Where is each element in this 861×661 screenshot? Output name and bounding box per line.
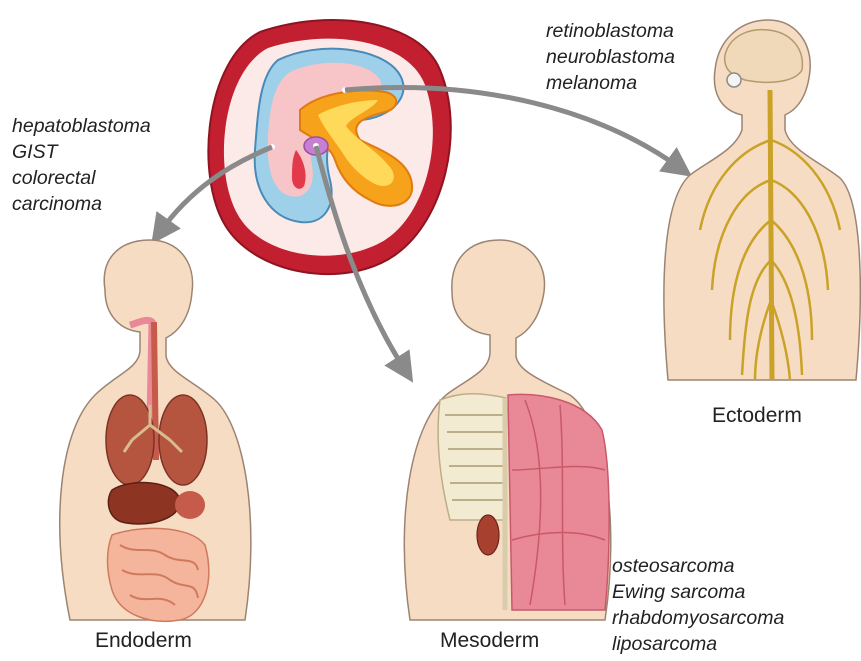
- cancer-item: liposarcoma: [612, 631, 784, 657]
- endoderm-figure: [60, 240, 251, 621]
- cancer-item: retinoblastoma: [546, 18, 675, 44]
- mesoderm-figure: [404, 240, 610, 620]
- cancer-item: melanoma: [546, 70, 675, 96]
- cancer-item: GIST: [12, 139, 151, 165]
- endoderm-label: Endoderm: [95, 627, 192, 654]
- ectoderm-cancer-list: retinoblastoma neuroblastoma melanoma: [546, 18, 675, 96]
- cancer-item: hepatoblastoma: [12, 113, 151, 139]
- cancer-item: neuroblastoma: [546, 44, 675, 70]
- cancer-item: osteosarcoma: [612, 553, 784, 579]
- cancer-item: carcinoma: [12, 191, 151, 217]
- mesoderm-cancer-list: osteosarcoma Ewing sarcoma rhabdomyosarc…: [612, 553, 784, 657]
- ectoderm-label: Ectoderm: [712, 402, 802, 429]
- mesoderm-label: Mesoderm: [440, 627, 539, 654]
- ectoderm-figure: [664, 20, 860, 380]
- cancer-item: Ewing sarcoma: [612, 579, 784, 605]
- endoderm-cancer-list: hepatoblastoma GIST colorectal carcinoma: [12, 113, 151, 217]
- cancer-item: colorectal: [12, 165, 151, 191]
- embryo-illustration: [208, 20, 450, 274]
- cancer-item: rhabdomyosarcoma: [612, 605, 784, 631]
